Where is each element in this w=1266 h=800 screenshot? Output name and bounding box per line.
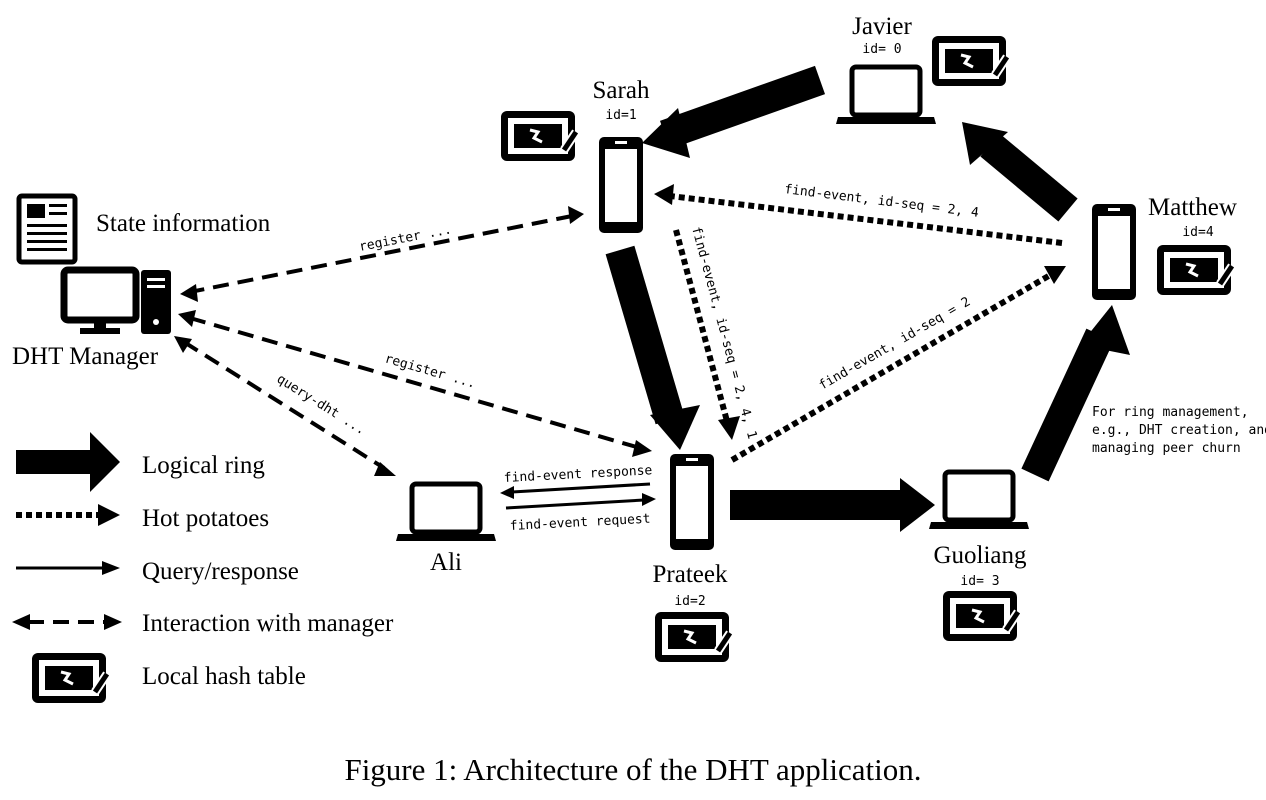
legend-label: Logical ring — [142, 452, 265, 479]
ring-arrow-guoliang-to-matthew-head — [1080, 305, 1130, 355]
label-find-event-matthew: find-event, id-seq = 2 — [817, 294, 974, 393]
legend-query-response: Query/response — [16, 558, 299, 585]
ring-arrow-matthew-to-javier — [980, 133, 1078, 222]
query-response-arrows — [505, 482, 651, 510]
figure-caption: Figure 1: Architecture of the DHT applic… — [344, 752, 922, 787]
dashed-sarah-to-manager — [189, 214, 573, 294]
legend-logical-ring: Logical ring — [16, 432, 265, 492]
hash-table-icon — [32, 653, 107, 703]
note-line-3: managing peer churn — [1092, 441, 1241, 456]
dashed-manager-to-prateek — [189, 316, 641, 450]
legend-label: Interaction with manager — [142, 610, 394, 637]
legend-label: Query/response — [142, 558, 299, 585]
hot-potato-arrowheads — [654, 184, 1066, 440]
ring-arrow-guoliang-to-matthew — [1021, 328, 1114, 482]
node-javier: Javier id= 0 — [836, 13, 1007, 124]
label-find-event-response: find-event response — [503, 463, 652, 486]
hash-table-icon — [1157, 245, 1232, 295]
hash-table-icon — [932, 36, 1007, 86]
smartphone-icon — [670, 454, 714, 550]
ring-arrow-javier-to-sarah — [659, 65, 826, 150]
monitor-icon — [60, 266, 140, 334]
ring-arrow-sarah-to-prateek — [605, 245, 685, 425]
state-information-label: State information — [96, 210, 271, 237]
hot-potato-arrows — [669, 193, 1063, 463]
node-sarah: Sarah id=1 — [501, 77, 650, 233]
node-javier-name: Javier — [852, 13, 912, 40]
note-line-2: e.g., DHT creation, and — [1092, 423, 1266, 438]
legend-label: Local hash table — [142, 663, 306, 690]
ring-arrow-matthew-to-javier-head — [962, 122, 1008, 165]
legend: Logical ring Hot potatoes Query/response… — [12, 432, 394, 703]
laptop-icon — [396, 484, 496, 541]
legend-label: Hot potatoes — [142, 505, 269, 532]
node-prateek-id: id=2 — [674, 594, 705, 609]
node-matthew-name: Matthew — [1148, 194, 1237, 221]
node-ali: Ali — [396, 484, 496, 576]
manager-interaction-arrows — [182, 214, 641, 470]
node-prateek: Prateek id=2 — [653, 454, 730, 662]
manager-interaction-arrowheads — [174, 206, 652, 476]
legend-hot-potatoes: Hot potatoes — [16, 504, 269, 532]
hash-table-icon — [943, 591, 1018, 641]
hash-table-icon — [501, 111, 576, 161]
request-ali-to-prateek — [505, 498, 645, 510]
node-sarah-name: Sarah — [593, 77, 650, 104]
note-line-1: For ring management, — [1092, 405, 1249, 420]
response-prateek-to-ali — [511, 482, 651, 494]
node-ali-name: Ali — [430, 549, 462, 576]
dht-manager-label: DHT Manager — [12, 343, 159, 370]
node-guoliang-id: id= 3 — [960, 574, 999, 589]
hot-potato-prateek-to-matthew — [730, 271, 1054, 463]
ring-arrow-prateek-to-guoliang-head — [900, 478, 935, 532]
node-sarah-id: id=1 — [605, 108, 636, 123]
hot-potato-sarah-to-prateek — [673, 229, 731, 426]
ring-arrow-sarah-to-prateek-head — [650, 405, 700, 450]
legend-local-hash-table: Local hash table — [32, 653, 306, 703]
laptop-icon — [836, 67, 936, 124]
ring-management-note: For ring management, e.g., DHT creation,… — [1092, 405, 1266, 456]
smartphone-icon — [599, 137, 643, 233]
legend-interaction-with-manager: Interaction with manager — [12, 610, 394, 637]
hash-table-icon — [655, 612, 730, 662]
logical-ring-arrows — [605, 65, 1130, 532]
node-matthew-id: id=4 — [1182, 225, 1213, 240]
label-find-event-request: find-event request — [509, 512, 650, 534]
dashed-manager-to-ali — [182, 340, 386, 470]
laptop-icon — [929, 472, 1029, 529]
edge-labels: register ... register ... query-dht ... … — [274, 182, 980, 534]
newspaper-icon — [16, 193, 78, 265]
hot-potato-matthew-to-sarah — [669, 193, 1063, 246]
computer-tower-icon — [141, 270, 171, 334]
node-matthew: Matthew id=4 — [1092, 194, 1237, 300]
label-register-prateek: register ... — [383, 351, 477, 391]
dht-manager: State information DHT Manager — [12, 193, 271, 370]
legend-thick-arrow-icon — [16, 432, 120, 492]
node-guoliang-name: Guoliang — [933, 542, 1027, 569]
node-prateek-name: Prateek — [653, 561, 728, 588]
label-register-sarah: register ... — [358, 222, 453, 255]
smartphone-icon — [1092, 204, 1136, 300]
ring-arrow-javier-to-sarah-head — [642, 108, 690, 158]
node-javier-id: id= 0 — [862, 42, 901, 57]
node-guoliang: Guoliang id= 3 — [929, 472, 1029, 641]
